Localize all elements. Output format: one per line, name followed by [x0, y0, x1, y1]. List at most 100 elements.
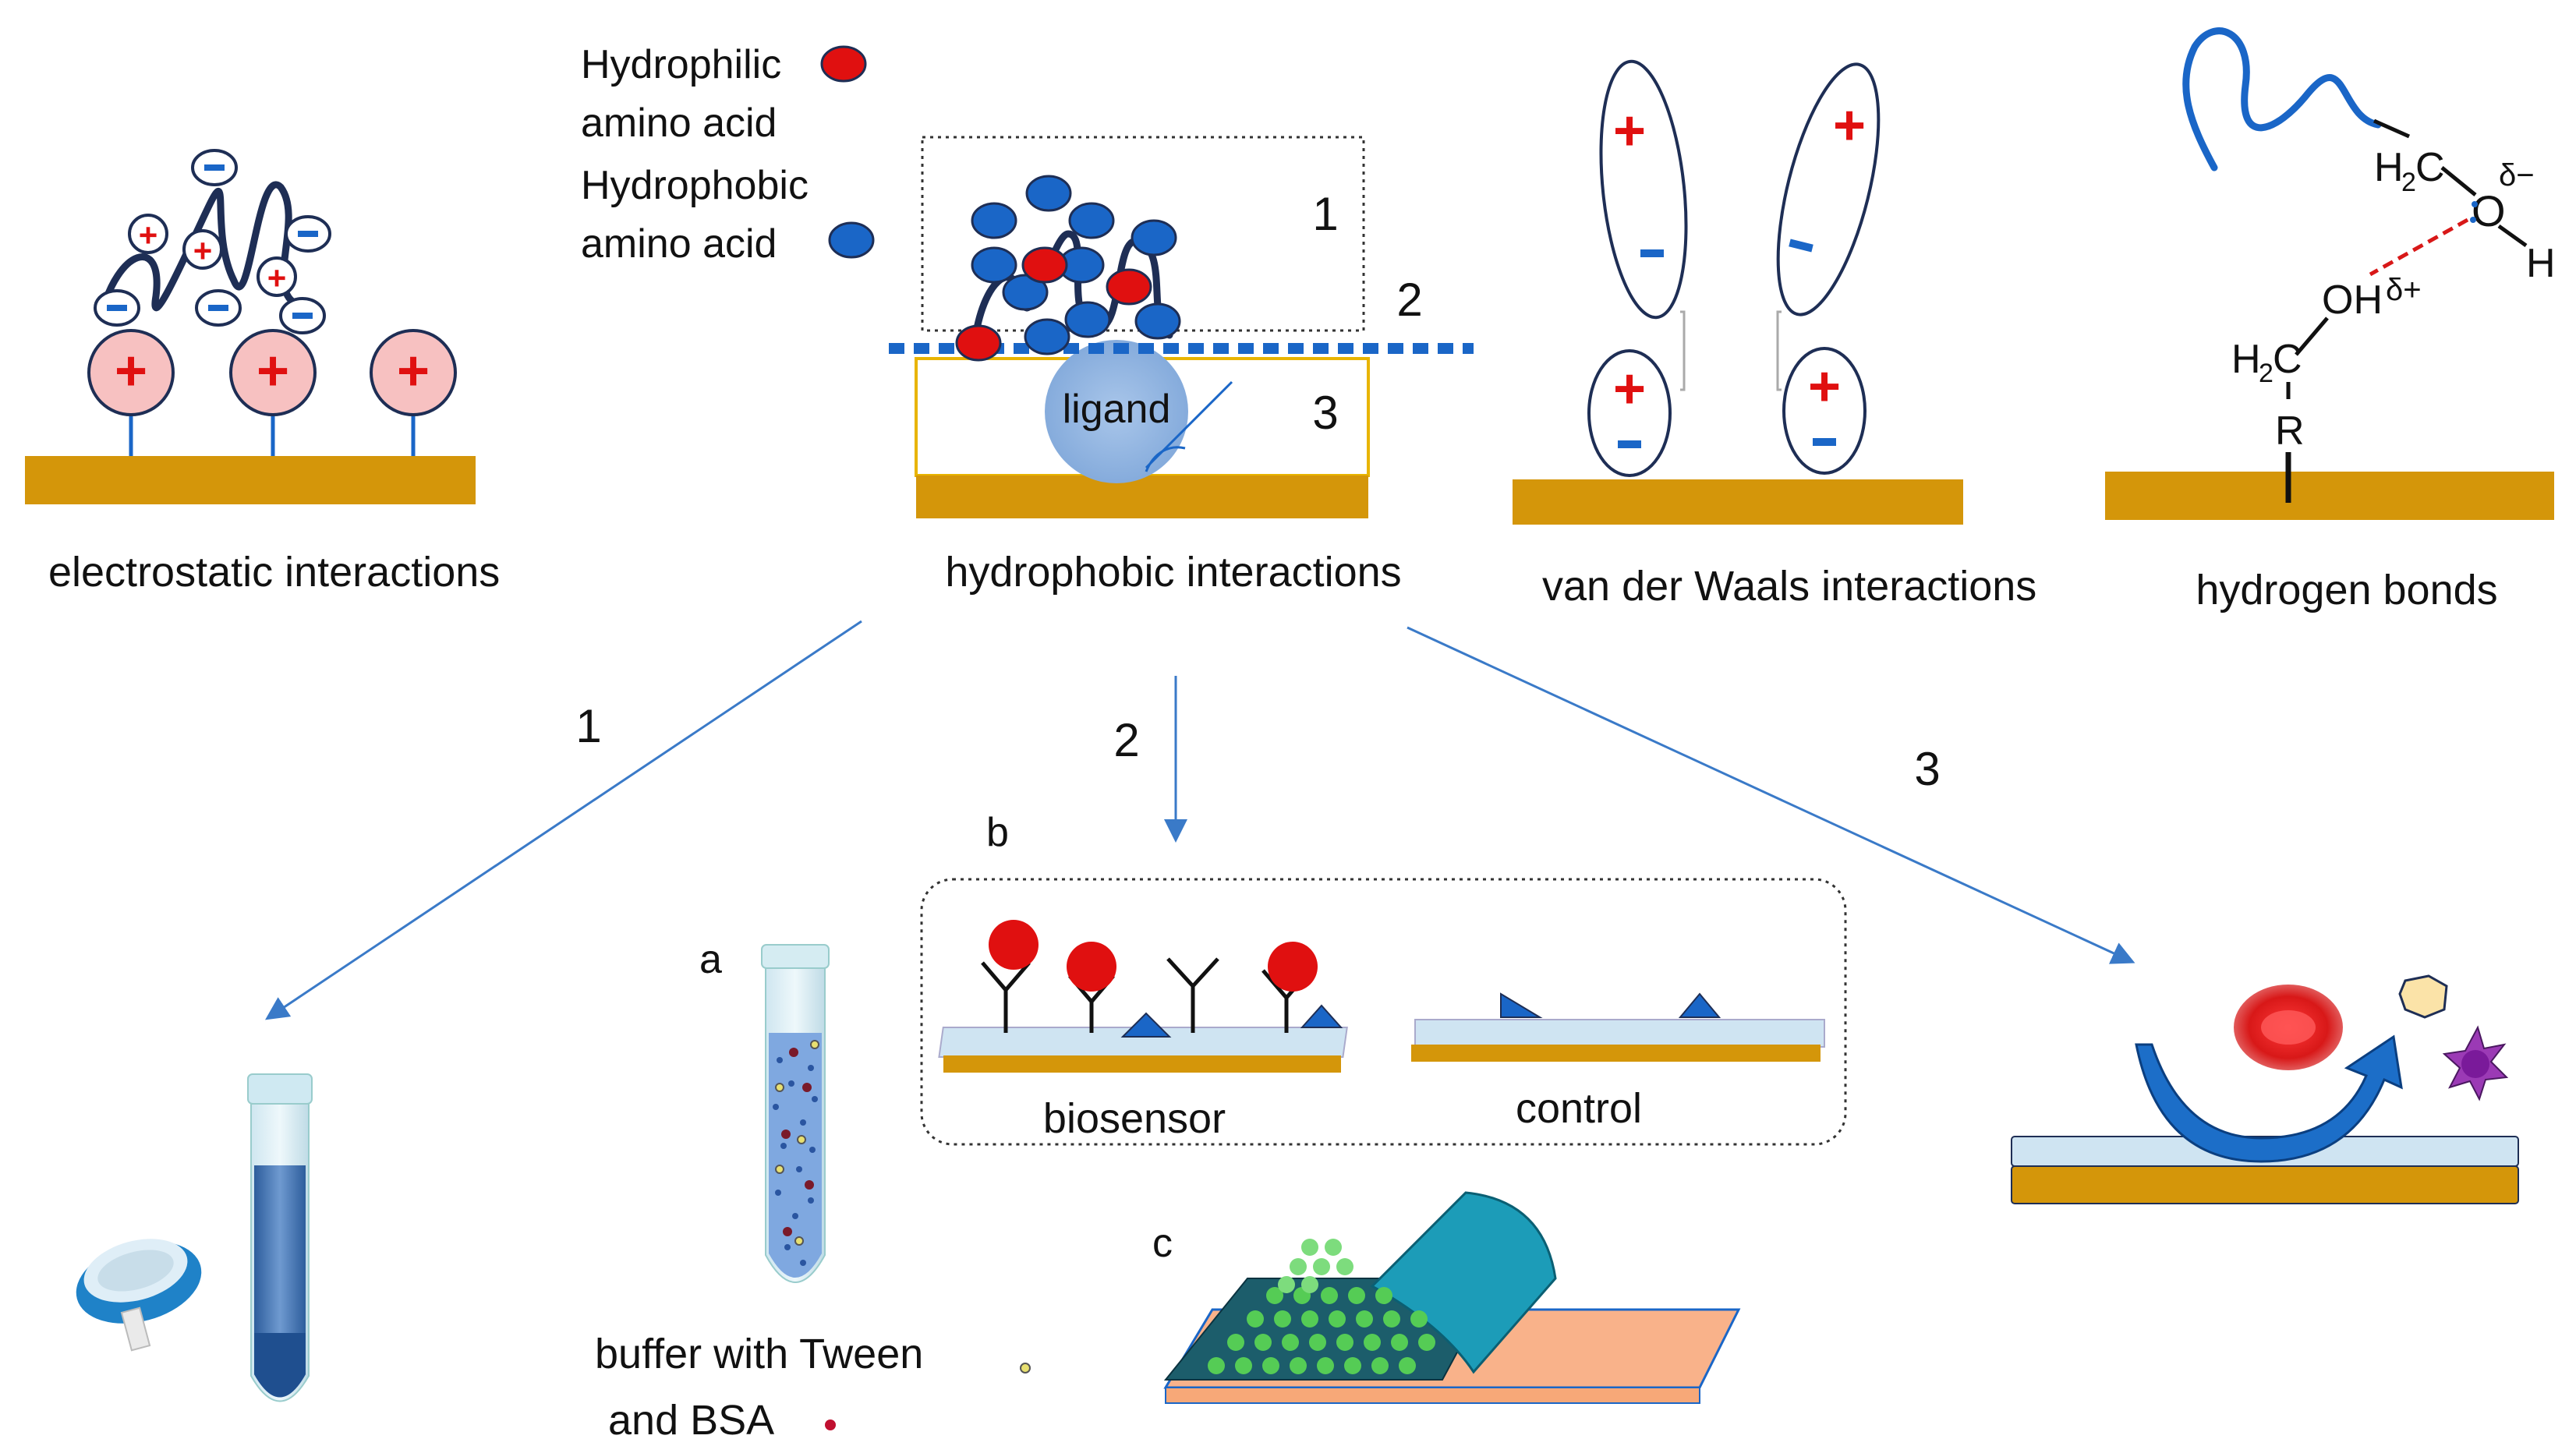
released-particles: [1278, 1239, 1353, 1293]
buffer-caption-line2: and BSA: [608, 1397, 774, 1444]
contact-angle-arc: [1145, 446, 1186, 472]
antifouling-surface: [2011, 974, 2519, 1204]
dipole-lower-right: [1782, 347, 1867, 475]
syringe-filter-icon: [76, 1239, 202, 1352]
svg-text:+: +: [139, 217, 158, 253]
interferent: [1678, 992, 1721, 1018]
substrate: [2011, 1165, 2519, 1204]
positive-residue: +: [128, 214, 168, 254]
svg-text:R: R: [2275, 408, 2305, 454]
substrate: [25, 456, 476, 504]
arrow-3-label: 3: [1914, 743, 1940, 795]
bacterium-icon: [2442, 1025, 2509, 1101]
target-cell: [1067, 942, 1116, 992]
svg-text:+: +: [1613, 100, 1646, 162]
hydrophilic-swatch: [820, 45, 867, 83]
region-1-box: [921, 136, 1365, 332]
substrate: [916, 476, 1368, 518]
interferent: [1500, 992, 1543, 1018]
svg-text:H: H: [2231, 337, 2261, 382]
svg-text:H: H: [2526, 241, 2556, 286]
svg-text:H: H: [2374, 145, 2404, 190]
hbond-panel: H 2 C O δ− H OH δ+ H 2 C R hydrogen bond…: [2105, 27, 2556, 613]
arrow-to-coating: [1407, 626, 2135, 964]
dipole-lower-left: [1587, 349, 1672, 477]
panel-a: a buffer with Tween and BSA: [595, 937, 1031, 1444]
panel-c: c: [1152, 1191, 1741, 1404]
legend-hydrophilic-line1: Hydrophilic: [581, 42, 781, 87]
filtration-illustration: [76, 1073, 313, 1402]
ligand-label: ligand: [1063, 387, 1171, 432]
attraction-bracket: [1680, 310, 1686, 391]
negative-residue: [195, 289, 242, 327]
hydrophobic-label: hydrophobic interactions: [945, 549, 1401, 596]
tween-particles: [775, 1040, 819, 1246]
vdw-label: van der Waals interactions: [1542, 563, 2036, 610]
svg-text:+: +: [1833, 94, 1866, 157]
branch-arrows: 1 2 3: [265, 620, 2135, 1020]
svg-text:2: 2: [2401, 168, 2416, 197]
hydrogen-bond: [2369, 217, 2469, 277]
panel-b-letter: b: [986, 810, 1009, 855]
panel-c-letter: c: [1152, 1221, 1173, 1266]
interferent: [1300, 1004, 1343, 1028]
control-label: control: [1516, 1085, 1642, 1132]
attraction-bracket: [1776, 310, 1782, 391]
buffer-particles: [773, 1057, 818, 1266]
positive-charge-group: +: [87, 329, 175, 416]
svg-text:+: +: [193, 232, 213, 269]
arrow-1-label: 1: [575, 700, 601, 752]
amino-acid-legend: Hydrophilic amino acid Hydrophobic amino…: [581, 42, 875, 267]
biosensor-label: biosensor: [1043, 1095, 1226, 1142]
svg-text:C: C: [2415, 145, 2445, 190]
svg-text:+: +: [397, 340, 430, 402]
hydrophobic-swatch: [828, 221, 875, 259]
positive-residue: +: [257, 256, 297, 297]
target-cell: [989, 920, 1039, 970]
dipole-upper-left: [1599, 59, 1688, 320]
legend-hydrophobic-line1: Hydrophobic: [581, 163, 809, 208]
region-3-label: 3: [1312, 387, 1338, 439]
collection-tube-icon: [247, 1073, 313, 1402]
protein-chain: [97, 181, 300, 320]
svg-text:2: 2: [2259, 359, 2273, 388]
svg-text:+: +: [1808, 355, 1841, 418]
negative-residue: [285, 215, 331, 253]
embedded-particles: [1208, 1287, 1435, 1374]
substrate: [2105, 472, 2554, 520]
negative-residue: [191, 149, 238, 186]
svg-text:+: +: [257, 340, 289, 402]
negative-residue: [279, 297, 326, 334]
svg-text:+: +: [267, 260, 287, 296]
svg-text:OH: OH: [2322, 278, 2383, 323]
positive-residue: +: [182, 229, 223, 270]
panel-b: b biosensor control: [920, 810, 1847, 1146]
bsa-swatch: [825, 1419, 836, 1430]
electrostatic-label: electrostatic interactions: [48, 549, 500, 596]
region-2-label: 2: [1396, 274, 1422, 326]
region-1-label: 1: [1312, 188, 1338, 240]
hydrophobic-panel: ligand 1 2 3 hydrophobic interactions: [889, 136, 1474, 596]
polymer-chain: [2182, 27, 2382, 171]
panel-a-letter: a: [699, 937, 722, 982]
svg-text:C: C: [2273, 337, 2302, 382]
hbond-label: hydrogen bonds: [2196, 567, 2497, 613]
tween-swatch: [1020, 1363, 1031, 1374]
substrate: [1513, 479, 1963, 525]
protein-particle: [2398, 974, 2448, 1019]
electrostatic-panel: + + + + + + electrostatic interactions: [25, 149, 500, 596]
svg-text:δ−: δ−: [2499, 158, 2535, 193]
positive-charge-group: +: [229, 329, 317, 416]
positive-charge-group: +: [370, 329, 457, 416]
arrow-to-filtration: [265, 620, 862, 1020]
hydrophobic-residues: [971, 175, 1181, 355]
vdw-panel: + + + + van der Waals interactions: [1513, 59, 2036, 610]
negative-residue: [94, 289, 140, 327]
panel-b-frame: [920, 878, 1847, 1146]
bsa-particles: [781, 1048, 814, 1236]
legend-hydrophilic-line2: amino acid: [581, 101, 777, 146]
buffer-caption-line1: buffer with Tween: [595, 1331, 923, 1377]
interferent: [1120, 1012, 1172, 1038]
target-cell: [1268, 942, 1318, 992]
